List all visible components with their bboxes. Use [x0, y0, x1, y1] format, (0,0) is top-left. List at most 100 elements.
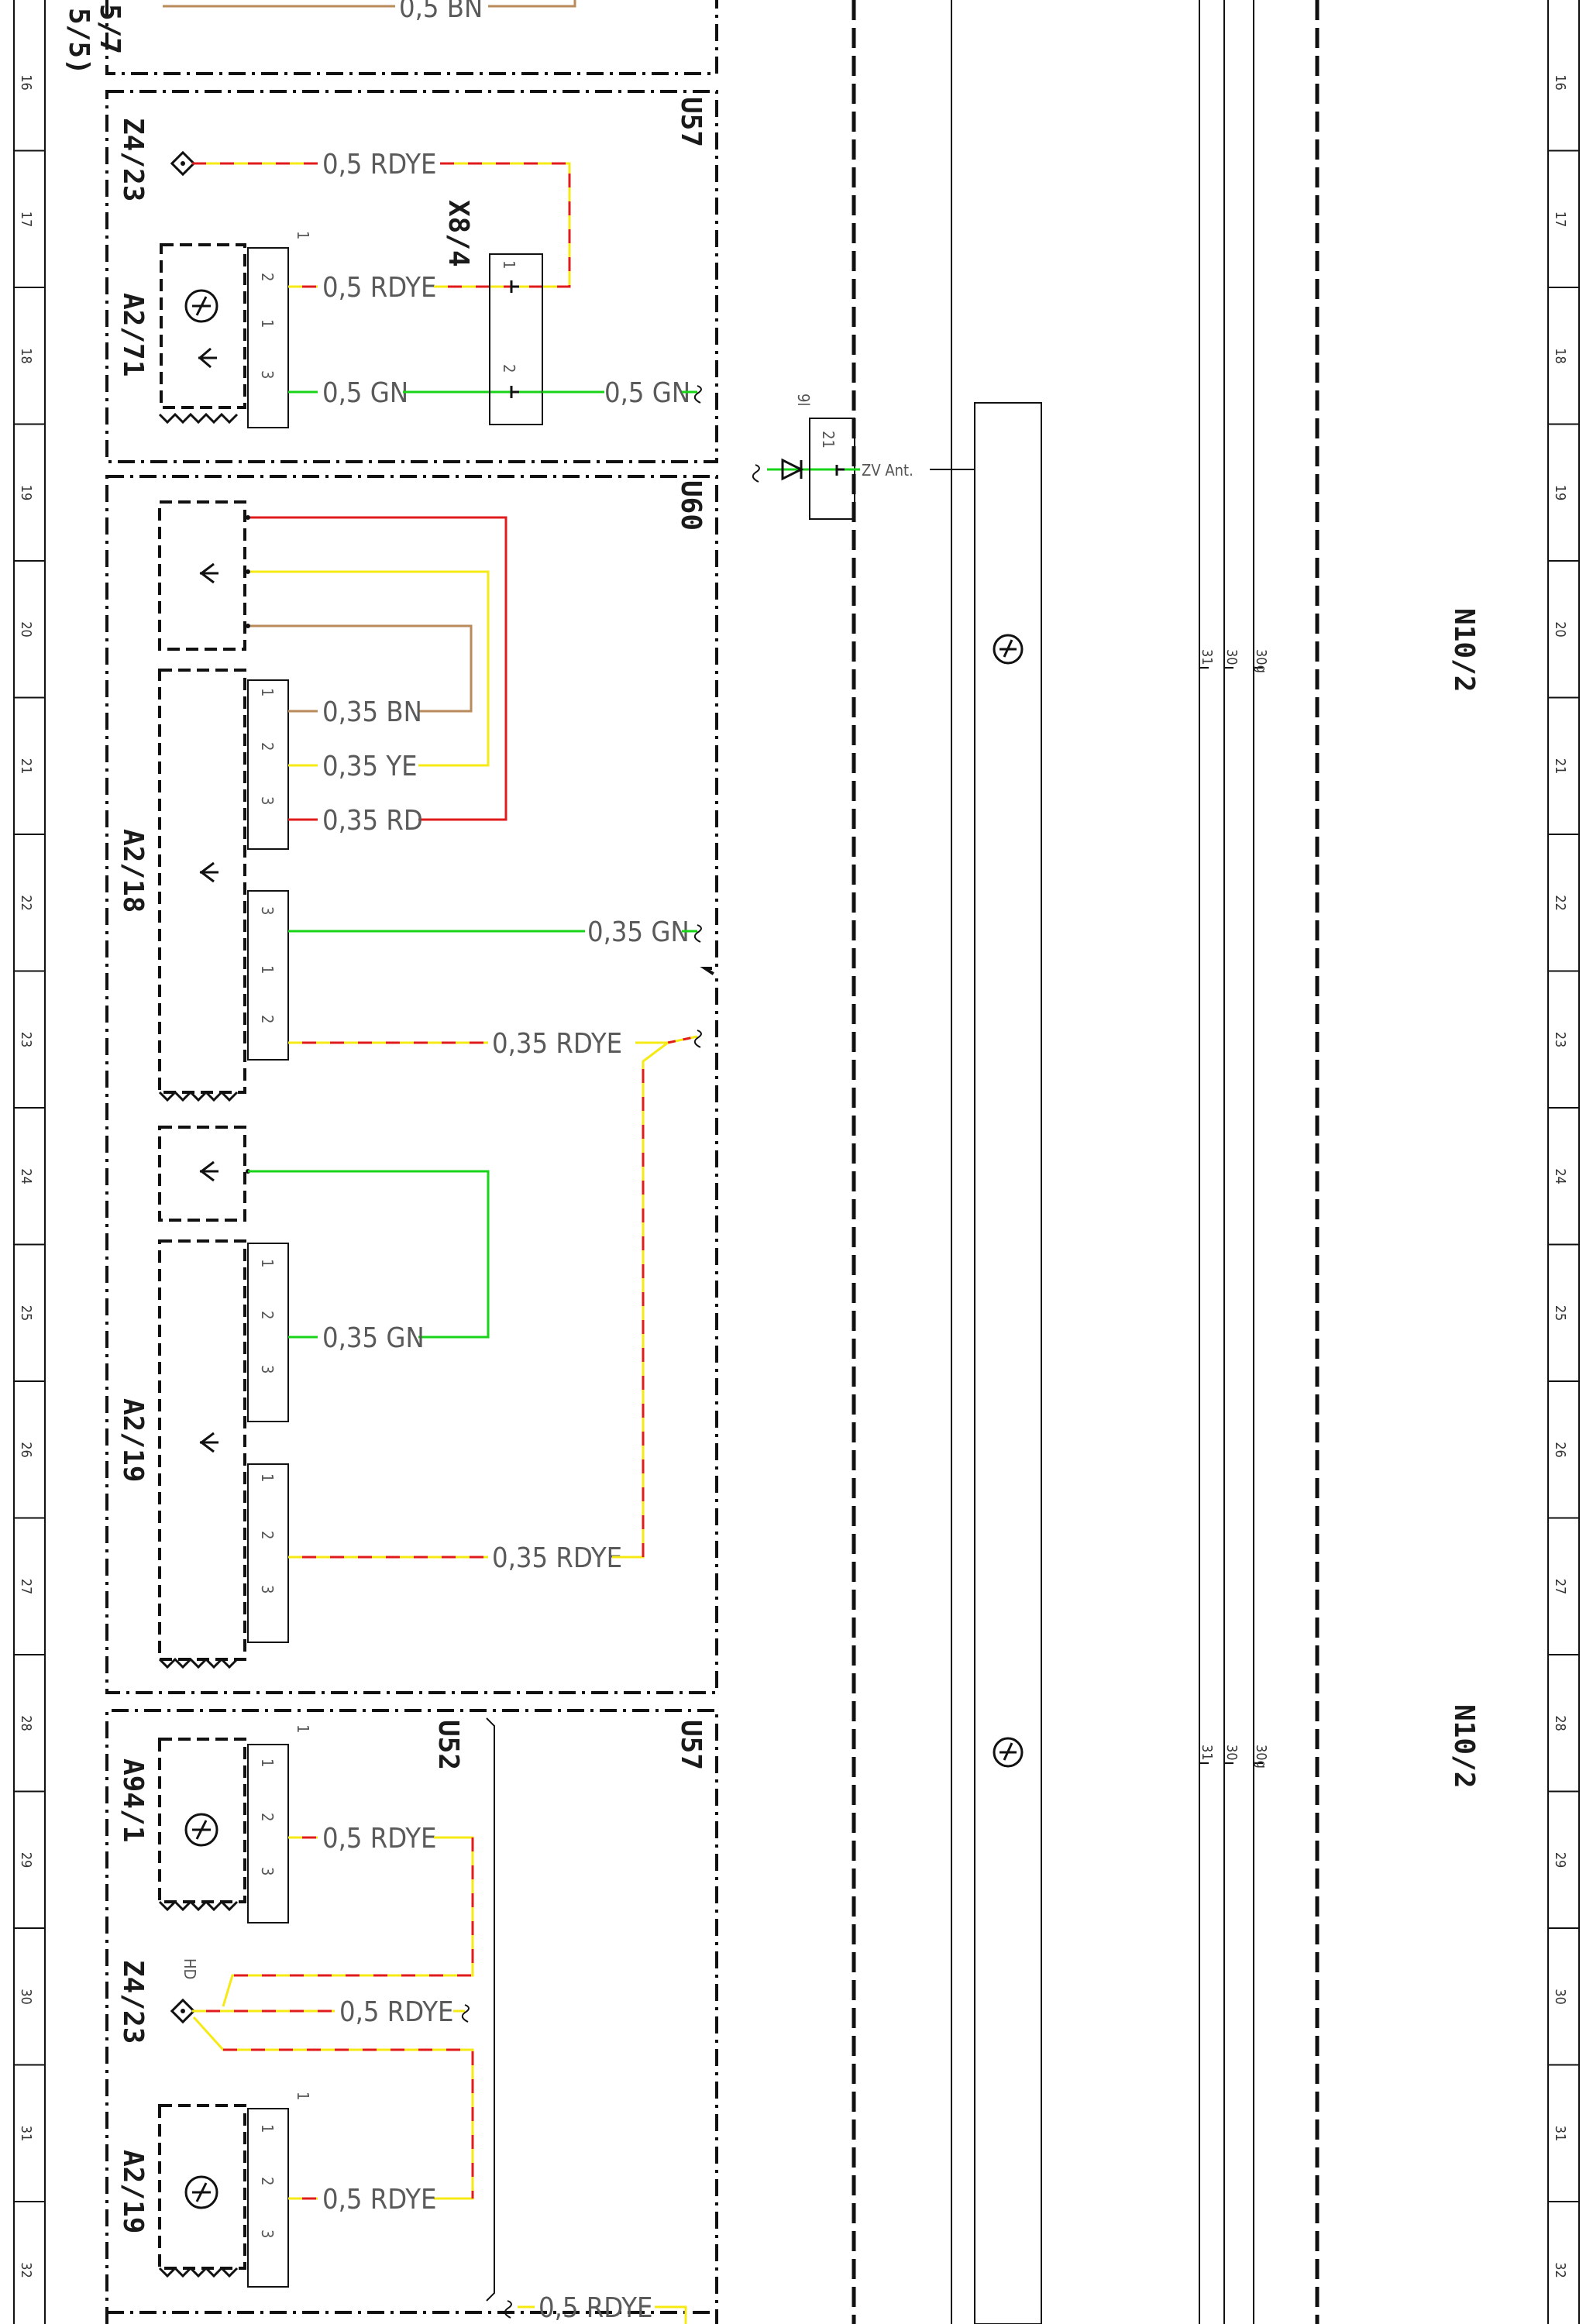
svg-text:2: 2	[500, 364, 518, 373]
grid-row-label: 28	[18, 1715, 34, 1731]
grid-row-label: 27	[1552, 1579, 1568, 1595]
svg-text:2: 2	[258, 273, 277, 281]
grid-row-label: 20	[1552, 621, 1568, 638]
wire-label: 0,35 RDYE	[492, 1028, 622, 1060]
wire-label: 0,35 BN	[322, 696, 422, 728]
grid-row-label: 22	[1552, 895, 1568, 911]
z4-23-top-node: 0,5 RDYE	[170, 149, 571, 288]
grid-row-label: 24	[18, 1168, 34, 1184]
a2-18-module: 1 2 3 0,35 BN 0,35 YE 0,35 RD 3 1 2 0,35…	[158, 500, 702, 1102]
grid-row-label: 16	[1552, 74, 1568, 91]
u52-bracket	[486, 1717, 495, 2302]
svg-text:3: 3	[258, 1365, 277, 1373]
block-label-u57-bottom: U57	[675, 1720, 707, 1770]
grid-row-label: 31	[1552, 2126, 1568, 2142]
component-n10-2-bottom: N10/2	[1448, 1704, 1480, 1788]
svg-text:2: 2	[258, 1015, 277, 1023]
grid-row-label: 25	[1552, 1305, 1568, 1322]
grid-row-label: 24	[1552, 1168, 1568, 1184]
svg-text:3: 3	[258, 370, 277, 379]
top-fragment: 0,5 BN 5/7 5/5)	[63, 0, 576, 75]
a2-19-bottom-module: 1 2 3 1 0,5 RDYE 0,5 RDYE	[158, 2092, 687, 2324]
svg-text:3: 3	[258, 1585, 277, 1593]
component-a2-19-bottom: A2/19	[117, 2150, 149, 2233]
z4-23-bottom-node: HD 0,5 RDYE	[170, 1958, 474, 2200]
svg-text:1: 1	[294, 231, 312, 239]
svg-text:1: 1	[500, 260, 518, 269]
grid-row-label: 21	[18, 758, 34, 775]
grid-row-label: 23	[18, 1032, 34, 1048]
grid-row-label: 18	[1552, 348, 1568, 364]
wire-label: 0,5 GN	[322, 377, 408, 409]
svg-text:3: 3	[258, 2229, 277, 2238]
grid-row-label: 20	[18, 621, 34, 638]
grid-rail-right	[1547, 0, 1580, 2324]
wire-label: 0,35 RD	[322, 805, 423, 837]
grid-row-label: 16	[18, 74, 34, 91]
svg-text:2: 2	[258, 1531, 277, 1539]
bus-tap-label: 30	[1223, 1745, 1240, 1761]
wire-label: 0,5 RDYE	[322, 272, 436, 304]
wire-label: 0,5 GN	[604, 377, 690, 409]
component-a2-18: A2/18	[117, 829, 149, 913]
component-a94-1: A94/1	[117, 1758, 149, 1842]
svg-text:1: 1	[294, 2092, 312, 2100]
grid-ticks	[14, 150, 1579, 2202]
svg-text:1: 1	[258, 1473, 277, 1482]
component-z4-23-top: Z4/23	[117, 118, 149, 201]
wire-label: 0,5 RDYE	[322, 1823, 436, 1855]
svg-text:2: 2	[258, 2177, 277, 2185]
x8-4-connector: 1 2 0,5 GN	[489, 253, 702, 425]
grid-row-label: 30	[18, 1989, 34, 2005]
grid-row-label: 27	[18, 1579, 34, 1595]
grid-row-label: 17	[18, 211, 34, 228]
wire-label: 0,35 GN	[587, 916, 690, 948]
svg-text:3: 3	[258, 1867, 277, 1875]
wire-label-zv-ant: ZV Ant.	[862, 461, 913, 480]
bus-tap-label: 30g	[1253, 1745, 1269, 1769]
speaker-symbol-top	[993, 634, 1024, 665]
connector-9l: 21 9l ZV Ant.	[752, 394, 913, 520]
grid-rail-left	[13, 0, 46, 2324]
component-x8-4: X8/4	[442, 200, 474, 267]
wire-label: 0,5 RDYE	[339, 1996, 453, 2028]
bus-tap-label: 30g	[1253, 649, 1269, 673]
wire-label: 0,5 RDYE	[322, 2184, 436, 2216]
bus-taps-bottom: 31 30 30g	[1199, 1745, 1269, 1769]
block-label-u60: U60	[675, 480, 707, 531]
grid-row-label: 29	[1552, 1852, 1568, 1868]
svg-text:2: 2	[258, 1311, 277, 1319]
grid-row-label: 29	[18, 1852, 34, 1868]
svg-text:1: 1	[258, 319, 277, 328]
component-a2-71: A2/71	[117, 293, 149, 376]
grid-row-label: 31	[18, 2126, 34, 2142]
grid-row-label: 19	[1552, 485, 1568, 501]
block-frames	[105, 0, 718, 2324]
grid-row-label: 30	[1552, 1989, 1568, 2005]
svg-text:1: 1	[294, 1724, 312, 1733]
svg-text:1: 1	[258, 2124, 277, 2133]
svg-text:1: 1	[258, 1758, 277, 1767]
svg-text:1: 1	[258, 965, 277, 974]
grid-row-label: 32	[1552, 2262, 1568, 2278]
grid-row-label: 28	[1552, 1715, 1568, 1731]
speaker-symbol-bottom	[993, 1737, 1024, 1768]
grid-row-label: 21	[1552, 758, 1568, 775]
block-label-u52: U52	[432, 1720, 464, 1770]
svg-text:2: 2	[258, 1813, 277, 1821]
svg-text:2: 2	[258, 742, 277, 751]
grid-row-label: 17	[1552, 211, 1568, 228]
bus-tap-label: 31	[1199, 1745, 1215, 1761]
grid-row-label: 23	[1552, 1032, 1568, 1048]
fragment-label: 5/7	[94, 4, 126, 54]
svg-text:HD: HD	[181, 1958, 199, 1979]
svg-text:1: 1	[258, 1259, 277, 1267]
long-dashed-lines	[852, 0, 1319, 2324]
zv-ant-box	[930, 402, 1042, 2324]
fragment-label-2: 5/5)	[63, 8, 95, 75]
a2-71-module: 2 1 3 1 0,5 RDYE 0,5 GN	[158, 231, 604, 428]
wire-label: 0,35 RDYE	[492, 1542, 622, 1574]
wire-label: 0,35 YE	[322, 751, 418, 782]
svg-text:3: 3	[258, 906, 277, 915]
